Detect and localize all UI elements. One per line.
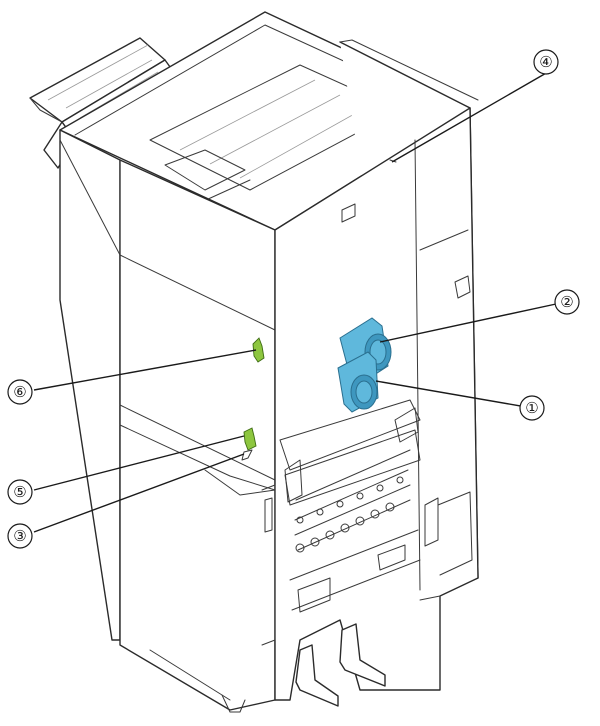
green-part-upper [252,337,265,363]
printer-unit [261,39,479,707]
callout-5: ⑤ [7,479,33,505]
callout-1-label: ① [525,399,538,417]
callout-5-label: ⑤ [13,483,26,501]
callout-3-label: ③ [13,527,26,545]
leader-line-5 [33,435,245,491]
callout-4: ④ [533,49,559,75]
blue-part-lower [337,351,379,413]
callout-3: ③ [7,523,33,549]
callout-6-label: ⑥ [13,383,26,401]
leader-line-1 [375,380,533,409]
leader-line-2 [379,303,557,343]
callout-1: ① [519,395,545,421]
small-hook-part [241,449,253,461]
leader-lines [33,71,557,533]
green-part-lower [243,427,257,451]
callout-2: ② [554,289,580,315]
leader-line-4 [391,71,549,163]
callout-4-label: ④ [539,53,552,71]
callout-6: ⑥ [7,379,33,405]
leader-line-6 [33,349,257,391]
callout-2-label: ② [560,293,573,311]
leader-line-3 [33,453,245,533]
